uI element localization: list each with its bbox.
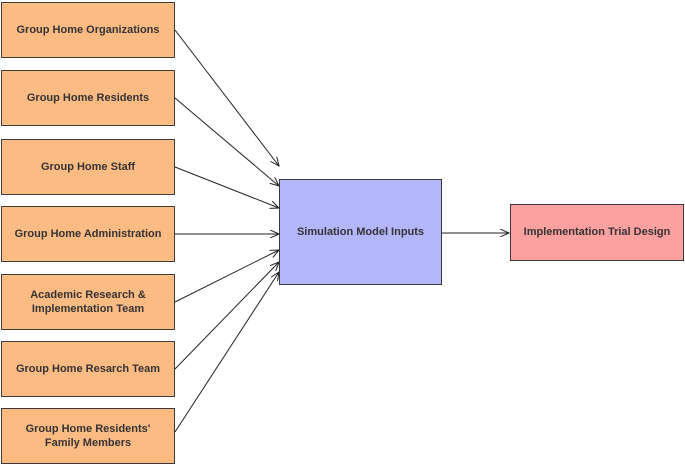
source-node-residents: Group Home Residents: [1, 70, 175, 126]
source-node-family-members: Group Home Residents' Family Members: [1, 408, 175, 464]
source-node-label: Group Home Staff: [40, 160, 136, 173]
arrow-residents-to-inputs: [174, 97, 279, 186]
source-node-academic-team: Academic Research & Implementation Team: [1, 274, 175, 330]
source-node-research-team: Group Home Resarch Team: [1, 341, 175, 397]
source-node-label: Group Home Organizations: [16, 23, 160, 36]
target-node-label: Implementation Trial Design: [523, 226, 671, 239]
source-node-label: Group Home Resarch Team: [15, 362, 161, 375]
target-node-trial-design: Implementation Trial Design: [510, 204, 684, 261]
arrow-family-members-to-inputs: [174, 272, 279, 433]
source-node-administration: Group Home Administration: [1, 206, 175, 262]
source-node-label: Academic Research & Implementation Team: [30, 288, 146, 315]
source-node-label: Group Home Residents: [26, 91, 150, 104]
arrow-research-team-to-inputs: [174, 262, 279, 370]
arrow-academic-team-to-inputs: [174, 250, 279, 303]
source-node-label: Group Home Residents' Family Members: [25, 422, 151, 449]
arrow-staff-to-inputs: [174, 166, 279, 208]
center-node-simulation-inputs: Simulation Model Inputs: [279, 179, 442, 285]
source-node-label: Group Home Administration: [14, 227, 162, 240]
center-node-label: Simulation Model Inputs: [296, 225, 425, 238]
source-node-organizations: Group Home Organizations: [1, 2, 175, 58]
arrow-organizations-to-inputs: [174, 29, 279, 166]
source-node-staff: Group Home Staff: [1, 139, 175, 195]
